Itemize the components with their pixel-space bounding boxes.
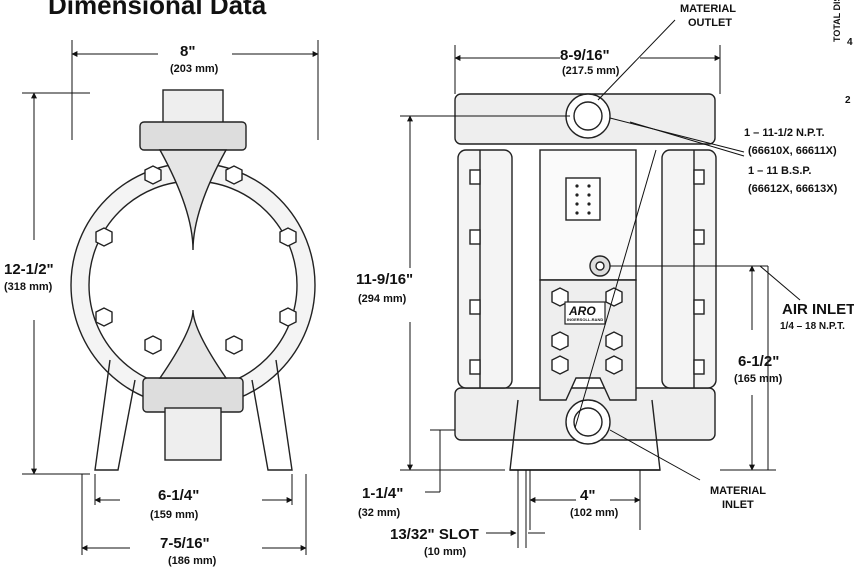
- side-vertical-text: TOTAL DISC: [832, 0, 842, 42]
- air-inlet-label: AIR INLET: [782, 301, 854, 318]
- left-base-outer-metric: (186 mm): [168, 555, 217, 567]
- right-width-metric: (217.5 mm): [562, 65, 620, 77]
- page-title: Dimensional Data: [48, 0, 267, 20]
- port-npt-line2: (66610X, 66611X): [748, 145, 837, 157]
- right-pump-front-view: [454, 93, 717, 471]
- left-dimension-lines: [22, 40, 319, 555]
- port-bsp-line1: 1 – 11 B.S.P.: [748, 165, 812, 177]
- material-outlet-label-2: OUTLET: [688, 17, 732, 29]
- material-inlet-label-2: INLET: [722, 499, 754, 511]
- right-dimension-lines: [400, 19, 801, 548]
- left-base-inner-value: 6-1/4": [158, 487, 200, 504]
- left-width-metric: (203 mm): [170, 63, 219, 75]
- port-bsp-line2: (66612X, 66613X): [748, 183, 838, 195]
- left-height-value: 12-1/2": [4, 261, 54, 278]
- left-width-value: 8": [180, 43, 196, 60]
- material-inlet-label-1: MATERIAL: [710, 485, 767, 497]
- foot-height-value: 1-1/4": [362, 485, 404, 502]
- foot-height-metric: (32 mm): [358, 507, 401, 519]
- inlet-height-value: 6-1/2": [738, 353, 780, 370]
- aro-logo-plate: [564, 301, 606, 325]
- air-inlet-spec: 1/4 – 18 N.P.T.: [780, 321, 845, 332]
- slot-value: 13/32" SLOT: [390, 526, 479, 543]
- side-number-4: 4: [847, 37, 853, 48]
- left-height-metric: (318 mm): [4, 281, 53, 293]
- aro-logo-text: ARO: [569, 304, 596, 318]
- base-width-metric: (102 mm): [570, 507, 619, 519]
- right-width-value: 8-9/16": [560, 47, 610, 64]
- right-height-value: 11-9/16": [356, 271, 414, 288]
- port-npt-line1: 1 – 11-1/2 N.P.T.: [744, 127, 825, 139]
- base-width-value: 4": [580, 487, 596, 504]
- left-base-outer-value: 7-5/16": [160, 535, 210, 552]
- slot-metric: (10 mm): [424, 546, 467, 558]
- side-number-2: 2: [845, 95, 851, 106]
- material-outlet-label-1: MATERIAL: [680, 3, 737, 15]
- aro-logo-subtext: INGERSOLL-RAND: [567, 317, 604, 322]
- inlet-height-metric: (165 mm): [734, 373, 783, 385]
- muffler-grille: [575, 184, 591, 215]
- left-base-inner-metric: (159 mm): [150, 509, 199, 521]
- left-pump-side-view: [70, 89, 316, 471]
- right-height-metric: (294 mm): [358, 293, 407, 305]
